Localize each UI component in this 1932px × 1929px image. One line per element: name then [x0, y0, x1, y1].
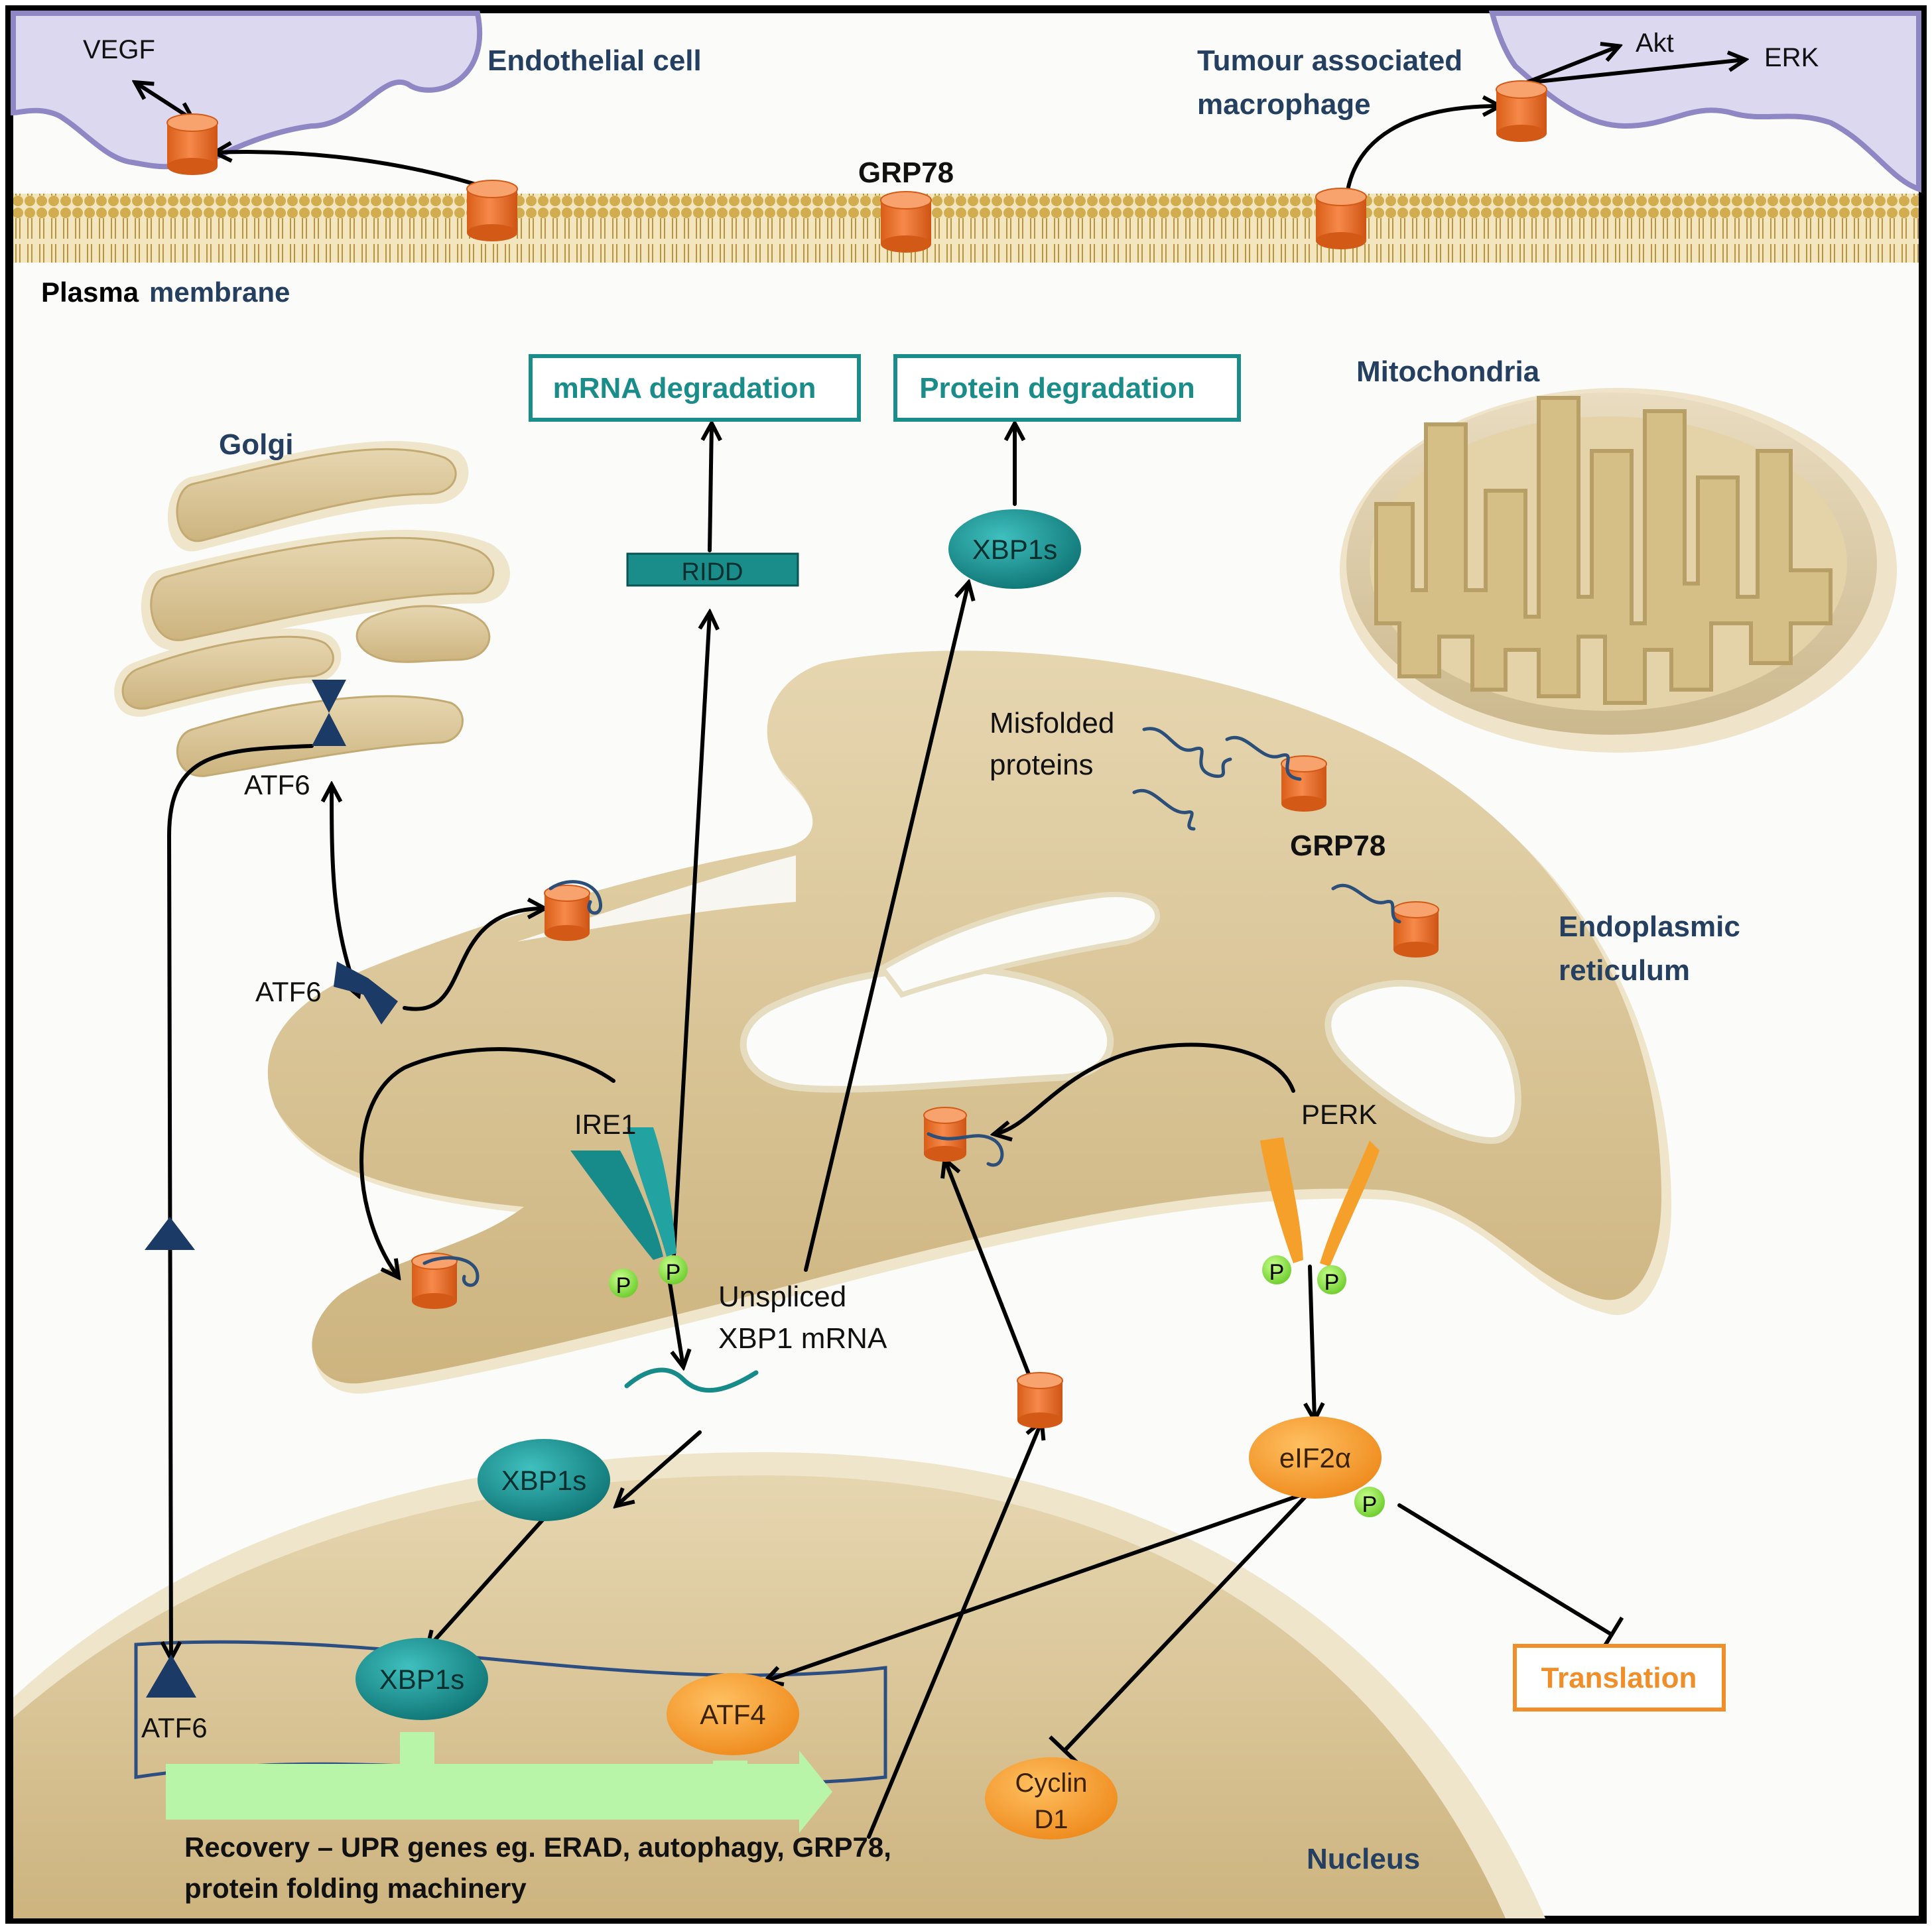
connector-lines — [136, 46, 1744, 1839]
cyclin-d1-label-line1: Cyclin — [1015, 1769, 1088, 1798]
atf6-nucleus-label: ATF6 — [141, 1712, 208, 1743]
atf6-cyto-triangle — [145, 1217, 195, 1250]
xbp1s-nucleus-label: XBP1s — [379, 1664, 464, 1695]
ire1-label: IRE1 — [574, 1109, 636, 1140]
eif2a-p-label: P — [1362, 1492, 1378, 1517]
grp78-cylinder-er-2 — [1393, 901, 1439, 958]
endothelial-cell — [11, 11, 483, 170]
grp78-cylinder-atf6 — [544, 885, 590, 941]
misfolded-protein-squiggles — [422, 727, 1401, 1287]
golgi-label: Golgi — [219, 428, 293, 461]
protein-degradation-box — [893, 354, 1241, 422]
ridd-box — [626, 552, 799, 587]
unspliced-xbp1-mrna-shape — [624, 1367, 759, 1393]
atf6-golgi-bowtie — [312, 680, 346, 746]
perk-label: PERK — [1301, 1099, 1377, 1130]
perk-receptor — [1260, 1137, 1380, 1294]
erk-label: ERK — [1764, 43, 1819, 72]
mrna-degradation-label: mRNA degradation — [553, 372, 816, 404]
ridd-label: RIDD — [682, 558, 743, 586]
eif2a-node: eIF2α — [1249, 1416, 1382, 1499]
atf4-label: ATF4 — [700, 1699, 766, 1730]
atf4-node: ATF4 — [667, 1673, 799, 1755]
tumour-macrophage-cell — [1488, 11, 1921, 193]
plasma-label: Plasma — [41, 277, 139, 308]
cyclin-d1-node: Cyclin D1 — [985, 1757, 1118, 1839]
unspliced-label-line2: XBP1 mRNA — [718, 1322, 887, 1355]
atf6-nucleus-triangle — [146, 1654, 196, 1698]
grp78-cylinder-ire1 — [411, 1253, 458, 1309]
nucleus-label: Nucleus — [1307, 1843, 1420, 1875]
xbp1s-cyto-node: XBP1s — [478, 1439, 610, 1521]
mrna-degradation-box — [529, 354, 861, 422]
plasma-membrane — [13, 194, 1919, 263]
mitochondrion — [1340, 388, 1897, 753]
tumour-label-line1: Tumour associated — [1197, 44, 1462, 77]
eif2a-label: eIF2α — [1279, 1442, 1351, 1473]
vegf-label: VEGF — [83, 35, 155, 64]
ire1-receptor — [570, 1127, 688, 1298]
unspliced-label-line1: Unspliced — [718, 1280, 846, 1313]
perk-p-label-1: P — [1269, 1260, 1285, 1285]
translation-label: Translation — [1541, 1662, 1697, 1694]
ire1-phospho-1 — [609, 1269, 638, 1298]
er-label-line2: reticulum — [1559, 954, 1690, 987]
xbp1s-top-node: XBP1s — [948, 509, 1081, 589]
cyclin-d1-label-line2: D1 — [1034, 1805, 1068, 1834]
misfolded-label-line1: Misfolded — [990, 707, 1114, 739]
recovery-arrow — [166, 1732, 832, 1833]
grp78-cylinder-endothelial — [166, 113, 218, 175]
grp78-cylinder-membrane-2 — [880, 191, 932, 253]
atf6-er-label: ATF6 — [255, 976, 322, 1007]
grp78-cylinder-cytosol — [1017, 1372, 1063, 1428]
grp78-membrane-label: GRP78 — [858, 156, 954, 189]
recovery-label-line1: Recovery – UPR genes eg. ERAD, autophagy… — [184, 1832, 891, 1863]
eif2a-phospho — [1354, 1487, 1385, 1517]
xbp1s-top-label: XBP1s — [972, 534, 1057, 565]
xbp1s-cyto-label: XBP1s — [501, 1465, 586, 1496]
perk-phospho-1 — [1262, 1255, 1291, 1284]
protein-degradation-label: Protein degradation — [919, 372, 1195, 404]
ire1-p-label-2: P — [666, 1260, 681, 1285]
atf6-markers — [145, 680, 398, 1698]
endothelial-label: Endothelial cell — [487, 44, 702, 77]
grp78-cylinder-membrane-1 — [466, 180, 518, 241]
mitochondria-label: Mitochondria — [1356, 355, 1540, 388]
tumour-label-line2: macrophage — [1197, 88, 1371, 121]
ire1-p-label-1: P — [616, 1273, 631, 1298]
membrane-label: membrane — [149, 277, 290, 308]
misfolded-label-line2: proteins — [990, 749, 1094, 781]
perk-p-label-2: P — [1324, 1270, 1340, 1295]
translation-box — [1513, 1644, 1726, 1711]
grp78-er-label: GRP78 — [1290, 830, 1385, 862]
xbp1s-nucleus-node: XBP1s — [355, 1638, 488, 1720]
atf6-er-bowtie — [334, 962, 398, 1025]
atf6-golgi-label: ATF6 — [244, 769, 310, 800]
er-label-line1: Endoplasmic — [1559, 910, 1740, 943]
akt-label: Akt — [1636, 29, 1674, 58]
recovery-label-line2: protein folding machinery — [184, 1873, 527, 1904]
grp78-cylinder-membrane-3 — [1315, 188, 1367, 249]
perk-phospho-2 — [1317, 1265, 1346, 1294]
grp78-cylinder-macrophage — [1496, 80, 1547, 142]
ire1-phospho-2 — [659, 1255, 688, 1284]
